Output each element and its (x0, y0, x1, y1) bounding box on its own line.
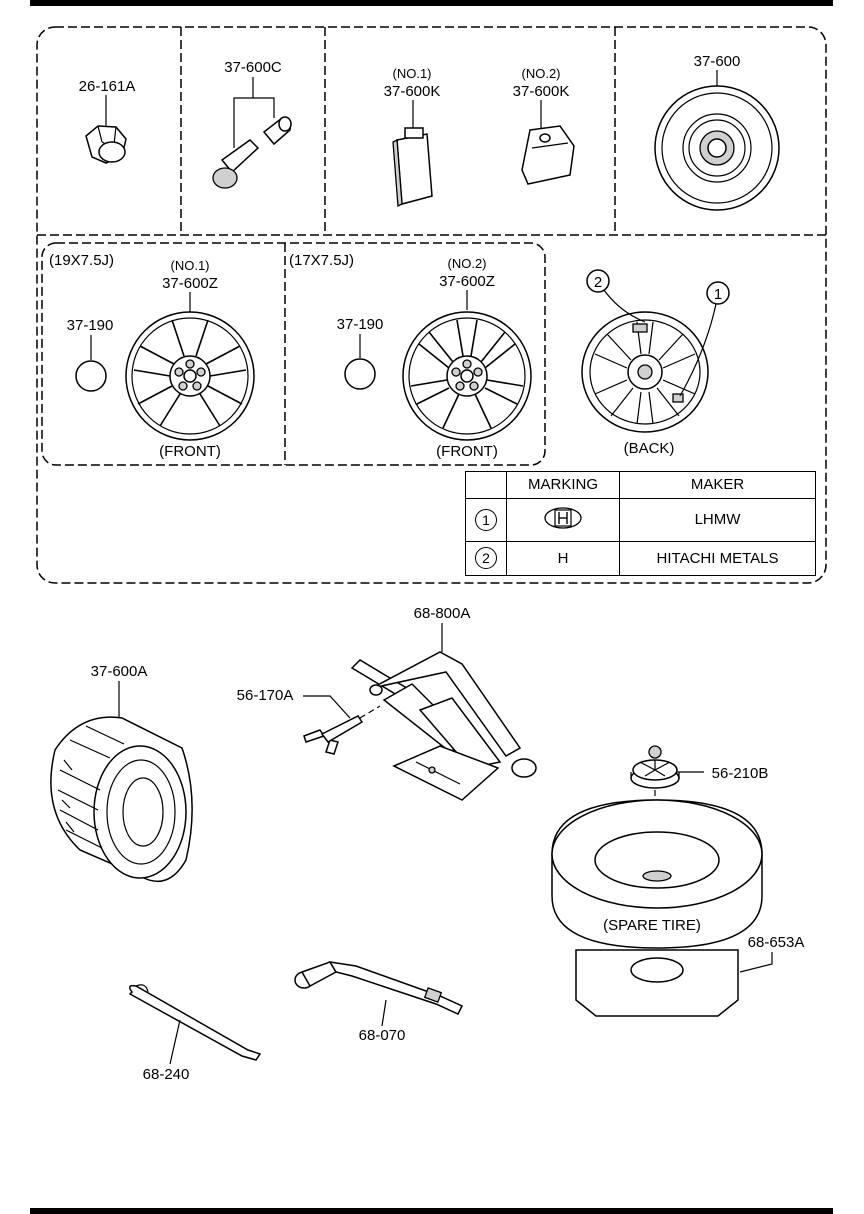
callout-1-circle (706, 281, 730, 305)
label-37-600K-no1-tag: (NO.1) (393, 66, 432, 81)
label-37-600: 37-600 (694, 53, 741, 70)
table-header-cell: MARKING (506, 471, 620, 499)
tire-icon (50, 716, 193, 882)
spare-tire-icon (551, 799, 763, 949)
label-37-600K-no2: 37-600K (513, 83, 570, 100)
callout-2-label: 2 (594, 274, 602, 291)
alloy-wheel-17-icon (402, 311, 532, 441)
table-cell-maker: LHMW (619, 497, 816, 542)
table-header-row: MARKING MAKER (465, 471, 816, 499)
label-cap19: 37-190 (67, 317, 114, 334)
marking-table: MARKING MAKER 1 LHMW 2 H HITACHI METALS (465, 471, 816, 577)
label-wheel17-tag: (NO.2) (448, 256, 487, 271)
label-spare-tire: (SPARE TIRE) (603, 917, 701, 934)
table-row: 1 LHMW (465, 497, 816, 542)
label-37-600K-no1: 37-600K (384, 83, 441, 100)
center-cap-icon (75, 360, 107, 392)
label-37-600C: 37-600C (224, 59, 282, 76)
table-cell-marking: H (506, 540, 620, 577)
spare-wheel-icon (654, 85, 780, 211)
spare-tire-bolt-icon (630, 745, 680, 789)
table-cell-id: 1 (465, 497, 507, 542)
callout-1-label: 1 (714, 286, 722, 303)
table-header-cell (465, 471, 507, 499)
label-37-600K-no2-tag: (NO.2) (522, 66, 561, 81)
valve-stem-icon (212, 116, 292, 189)
lug-wrench-icon (294, 961, 464, 1015)
table-cell-marking (506, 497, 620, 542)
label-wheel17-view: (FRONT) (436, 443, 498, 460)
wheel-nut-icon (85, 125, 127, 164)
label-37-600A: 37-600A (91, 663, 148, 680)
center-cap-icon (344, 358, 376, 390)
label-68-653A: 68-653A (748, 934, 805, 951)
label-wheel19-view: (FRONT) (159, 443, 221, 460)
jack-handle-icon (303, 705, 381, 755)
label-56-210B: 56-210B (712, 765, 769, 782)
label-68-240: 68-240 (143, 1066, 190, 1083)
label-wheel17-size: (17X7.5J) (289, 252, 354, 269)
lhmw-logo-icon (544, 507, 582, 529)
label-68-070: 68-070 (359, 1027, 406, 1044)
scissor-jack-icon (350, 651, 537, 801)
balance-weight-no2-icon (521, 125, 575, 185)
label-56-170A: 56-170A (237, 687, 294, 704)
bottom-border (30, 1208, 833, 1214)
tray-icon (575, 949, 739, 1017)
label-wheel19-tag: (NO.1) (171, 258, 210, 273)
label-26-161A: 26-161A (79, 78, 136, 95)
label-wheel17-part: 37-600Z (439, 273, 495, 290)
table-cell-maker: HITACHI METALS (619, 540, 816, 577)
wheel-group-outline (36, 26, 827, 584)
table-row: 2 H HITACHI METALS (465, 540, 816, 577)
label-cap17: 37-190 (337, 316, 384, 333)
label-back-view: (BACK) (624, 440, 675, 457)
label-68-800A: 68-800A (414, 605, 471, 622)
callout-2-circle (586, 269, 610, 293)
label-wheel19-part: 37-600Z (162, 275, 218, 292)
wheel-back-view-icon (581, 311, 709, 433)
table-header-cell: MAKER (619, 471, 816, 499)
label-wheel19-size: (19X7.5J) (49, 252, 114, 269)
wheel-subgroup-outline (41, 242, 546, 466)
table-cell-id: 2 (465, 540, 507, 577)
alloy-wheel-19-icon (125, 311, 255, 441)
hook-tool-icon (128, 984, 262, 1061)
top-border (30, 0, 833, 6)
balance-weight-no1-icon (392, 127, 433, 208)
